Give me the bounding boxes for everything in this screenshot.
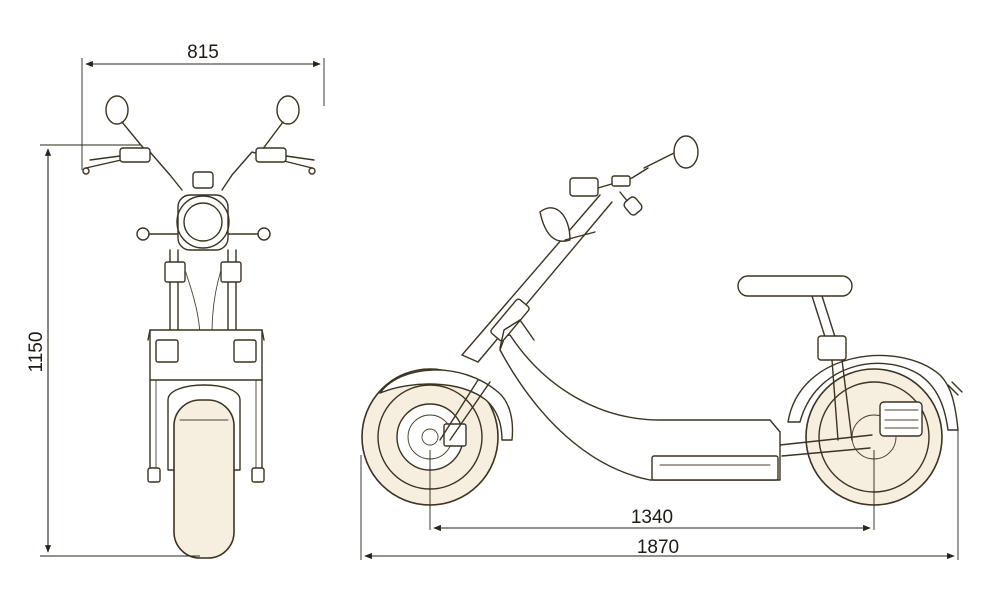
length-dimension-label: 1870 (637, 537, 679, 558)
front-turn-signals (136, 227, 271, 241)
wheelbase-dimension-label: 1340 (631, 507, 673, 528)
frame-deck (499, 334, 781, 481)
rear-fender (787, 354, 959, 431)
dimension-length: 1870 (360, 430, 959, 560)
seat-post (811, 295, 853, 441)
front-headlight (176, 171, 230, 251)
front-right-mirror (261, 95, 300, 151)
dimension-wheelbase: 1340 (429, 450, 875, 532)
side-front-fender (379, 369, 514, 441)
front-view (82, 95, 316, 559)
rear-swingarm (779, 434, 873, 457)
rear-wheel (805, 368, 943, 506)
front-wheel (167, 384, 241, 559)
front-left-mirror (105, 95, 146, 151)
front-body (147, 329, 265, 483)
side-view (361, 135, 963, 506)
rear-light (947, 381, 963, 396)
dimension-width: 815 (81, 42, 325, 170)
seat (737, 275, 853, 297)
side-front-fork (439, 379, 491, 441)
steering-column (461, 194, 613, 363)
height-dimension-label: 1150 (26, 332, 47, 373)
dimension-height: 1150 (26, 144, 200, 557)
side-mirror (673, 135, 699, 169)
width-dimension-label: 815 (187, 42, 219, 63)
side-headlight (539, 207, 596, 242)
side-handlebar (569, 151, 677, 216)
front-handlebar (82, 147, 316, 191)
